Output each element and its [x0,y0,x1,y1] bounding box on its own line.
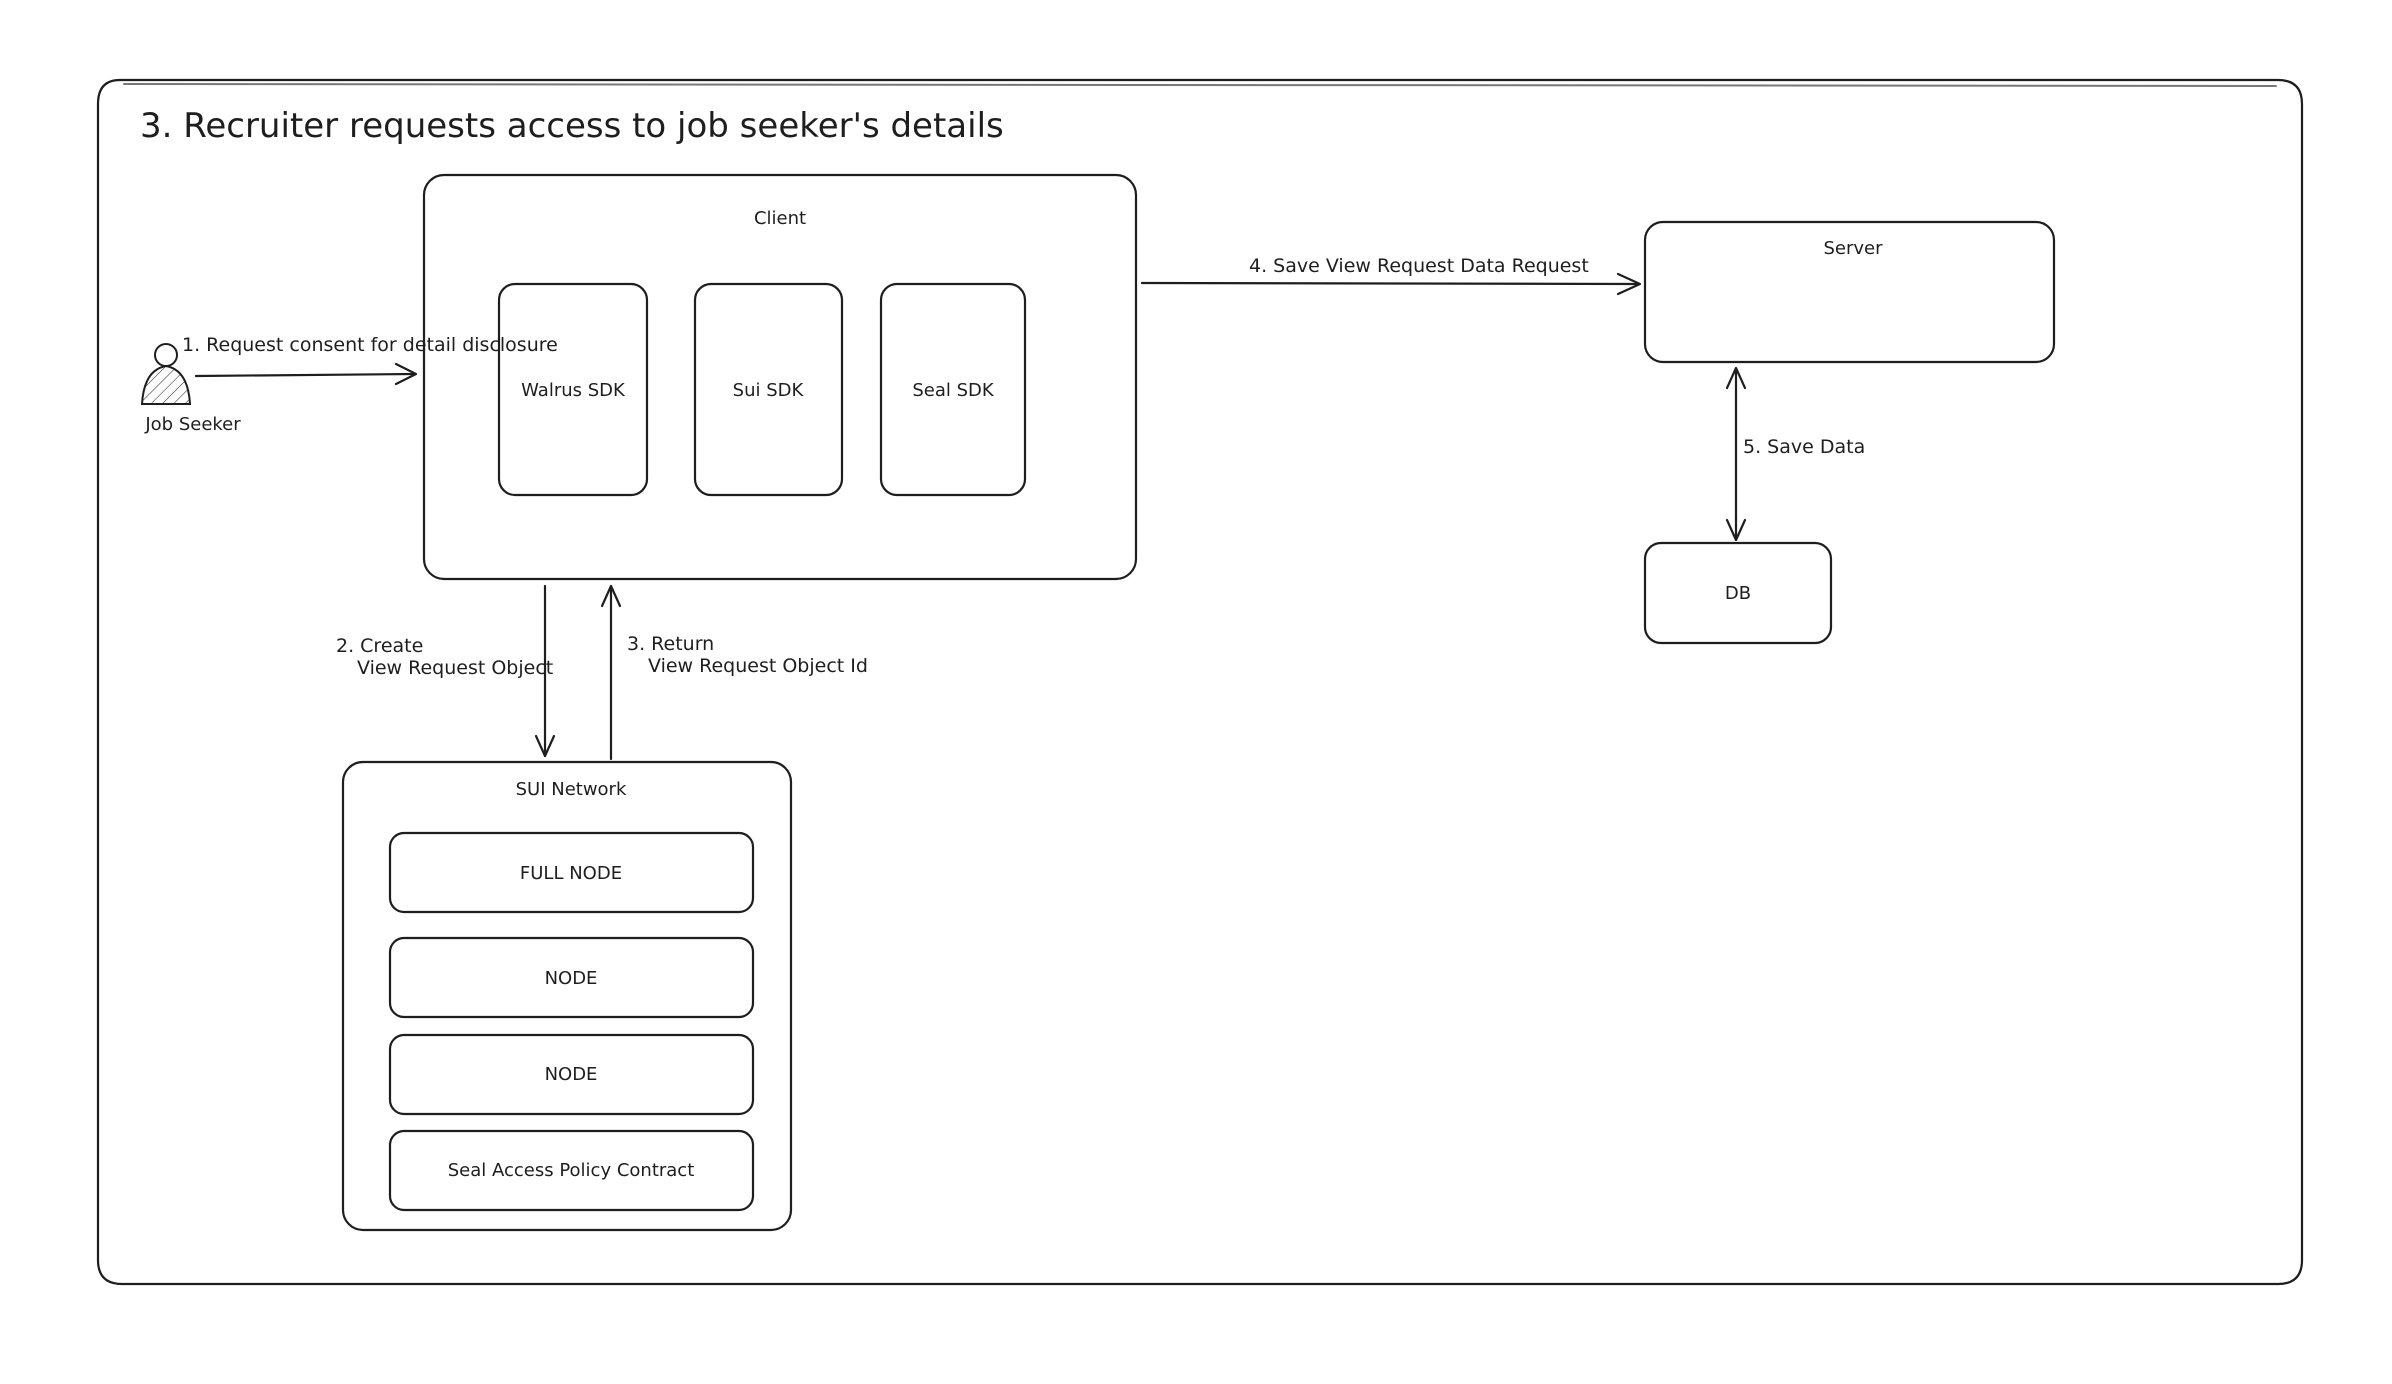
arrow-step4-label: 4. Save View Request Data Request [1249,255,1589,277]
arrow-step3: 3. Return View Request Object Id [600,584,868,761]
outer-frame [96,78,2304,1286]
node-label-1: NODE [545,968,598,989]
sui-network-box: SUI Network FULL NODE NODE NODE Seal Acc… [341,760,793,1232]
frame-title: 3. Recruiter requests access to job seek… [140,106,1004,146]
server-box: Server [1643,220,2056,364]
arrow-step1-label: 1. Request consent for detail disclosure [182,334,558,356]
arrow-step3-label-line2: View Request Object Id [648,655,868,677]
sui-sdk-label: Sui SDK [733,380,805,401]
db-label: DB [1725,583,1751,604]
arrow-step4: 4. Save View Request Data Request [1140,255,1642,296]
client-label: Client [754,208,806,229]
arrow-step2-label-line2: View Request Object [357,657,553,679]
full-node-box: FULL NODE [388,831,755,914]
sui-network-label: SUI Network [516,779,627,800]
node-box-2: NODE [388,1033,755,1116]
arrow-step1: 1. Request consent for detail disclosure [182,334,558,386]
sui-sdk-box: Sui SDK [693,282,844,497]
full-node-label: FULL NODE [520,863,622,884]
job-seeker-actor: Job Seeker [140,343,241,435]
seal-sdk-label: Seal SDK [912,380,995,401]
arrow-step5-label: 5. Save Data [1743,436,1865,458]
client-box: Client Walrus SDK Sui SDK Seal SDK [422,173,1138,581]
seal-access-policy-contract-box: Seal Access Policy Contract [388,1129,755,1212]
node-box-1: NODE [388,936,755,1019]
seal-sdk-box: Seal SDK [879,282,1027,497]
seal-access-policy-contract-label: Seal Access Policy Contract [448,1160,695,1181]
server-label: Server [1823,238,1883,259]
db-box: DB [1643,541,1833,645]
arrow-step2: 2. Create View Request Object [336,584,556,758]
node-label-2: NODE [545,1064,598,1085]
job-seeker-label: Job Seeker [144,414,241,435]
arrow-step5: 5. Save Data [1725,366,1865,542]
person-icon [140,343,192,405]
arrow-step3-label-line1: 3. Return [627,633,714,655]
walrus-sdk-label: Walrus SDK [521,380,626,401]
walrus-sdk-box: Walrus SDK [497,282,649,497]
arrow-step2-label-line1: 2. Create [336,635,423,657]
